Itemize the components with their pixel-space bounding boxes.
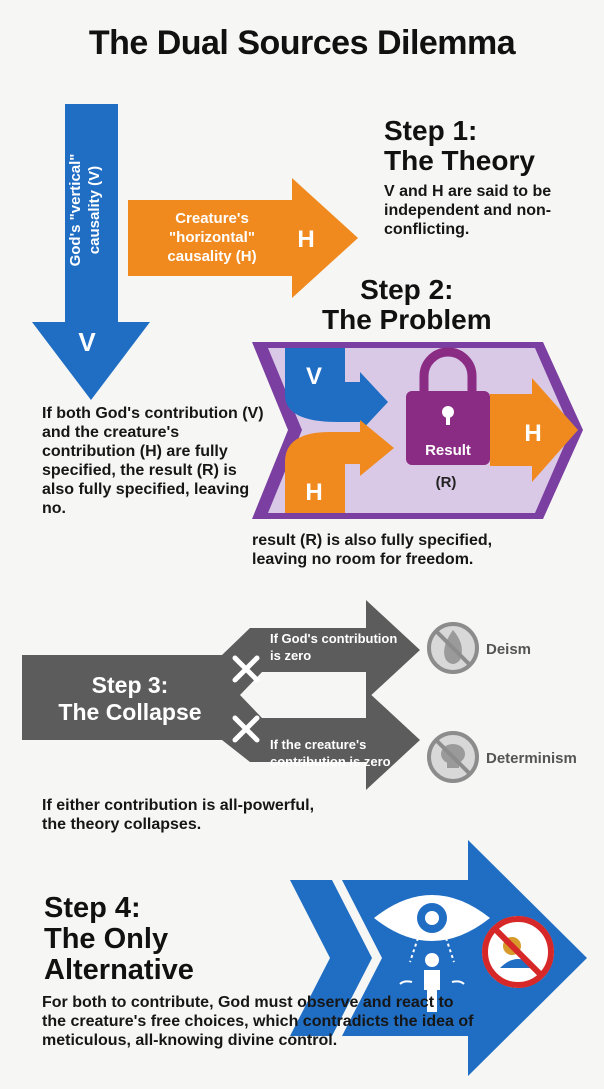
v-arrow-label-line1: God's "vertical" (67, 154, 84, 267)
step1-graphic: God's "vertical" causality (V) V Creatur… (32, 104, 358, 400)
determinism-label: Determinism (486, 750, 577, 767)
collapse-lower-line1: If the creature's (270, 737, 366, 752)
deism-label: Deism (486, 641, 531, 658)
problem-v-letter: V (306, 363, 322, 390)
problem-h-letter-out: H (524, 420, 541, 447)
step4-heading-line2: The Only (44, 923, 169, 955)
determinism-icon (427, 731, 479, 783)
upper-x-icon (232, 655, 260, 683)
step2-graphic: V H H Result (R) (252, 342, 583, 519)
step4-heading-line3: Alternative (44, 954, 194, 986)
step1-heading: Step 1: The Theory (384, 116, 535, 176)
step4-graphic (290, 840, 587, 1076)
step3-heading-line2: The Collapse (58, 699, 202, 725)
h-flow-arrow (285, 420, 394, 513)
eye-icon (374, 895, 490, 941)
step2-bottom-line1: result (R) is also fully specified, (252, 532, 493, 549)
step2-bottom-line2: leaving no room for freedom. (252, 551, 474, 568)
h-output-arrow (490, 378, 578, 482)
step2-bottom-text: result (R) is also fully specified, leav… (252, 531, 492, 569)
step3-heading-line1: Step 3: (91, 672, 169, 698)
step2-heading-line1: Step 2: (360, 274, 454, 305)
lock-icon (406, 347, 490, 465)
collapse-fork-arrow (22, 600, 420, 790)
step4-heading-line1: Step 4: (44, 892, 141, 924)
observation-rays (409, 937, 455, 963)
step2-heading: Step 2: The Problem (322, 275, 492, 335)
h-arrow-letter: H (297, 226, 314, 253)
h-arrow-label-line3: causality (H) (167, 248, 256, 265)
problem-h-letter-in: H (305, 479, 322, 506)
alternative-chevron-small (290, 880, 372, 1036)
step1-heading-line2: The Theory (384, 145, 535, 176)
vertical-arrow (32, 104, 150, 400)
step3-graphic: If God's contribution is zero If the cre… (22, 600, 577, 790)
step1-text: V and H are said to be independent and n… (384, 183, 552, 238)
result-r-label: (R) (436, 474, 457, 491)
lower-x-icon (232, 715, 260, 743)
v-arrow-letter: V (78, 327, 96, 357)
v-flow-arrow (285, 348, 388, 432)
alternative-chevron-large (342, 840, 587, 1076)
step2-left-text: If both God's contribution (V) and the c… (42, 405, 264, 517)
page-title: The Dual Sources Dilemma (88, 24, 516, 62)
collapse-upper-line1: If God's contribution (270, 631, 397, 646)
h-arrow-label-line1: Creature's (175, 210, 249, 227)
step4-text: For both to contribute, God must observe… (42, 994, 474, 1049)
step2-heading-line2: The Problem (322, 304, 492, 335)
lock-result-label: Result (425, 442, 471, 459)
v-arrow-label-line2: causality (V) (86, 166, 103, 254)
control-prohibited-icon (482, 916, 554, 988)
deism-icon (427, 622, 479, 674)
step3-heading: Step 3: The Collapse (30, 672, 230, 726)
collapse-upper-line2: is zero (270, 648, 311, 663)
step1-heading-line1: Step 1: (384, 115, 478, 146)
horizontal-arrow (128, 178, 358, 298)
step3-text: If either contribution is all-powerful, … (42, 797, 315, 833)
h-arrow-label-line2: "horizontal" (169, 229, 255, 246)
creature-person-icon (399, 953, 465, 1012)
collapse-lower-line2: contribution is zero (270, 754, 391, 769)
step4-heading: Step 4: The Only Alternative (44, 893, 194, 986)
